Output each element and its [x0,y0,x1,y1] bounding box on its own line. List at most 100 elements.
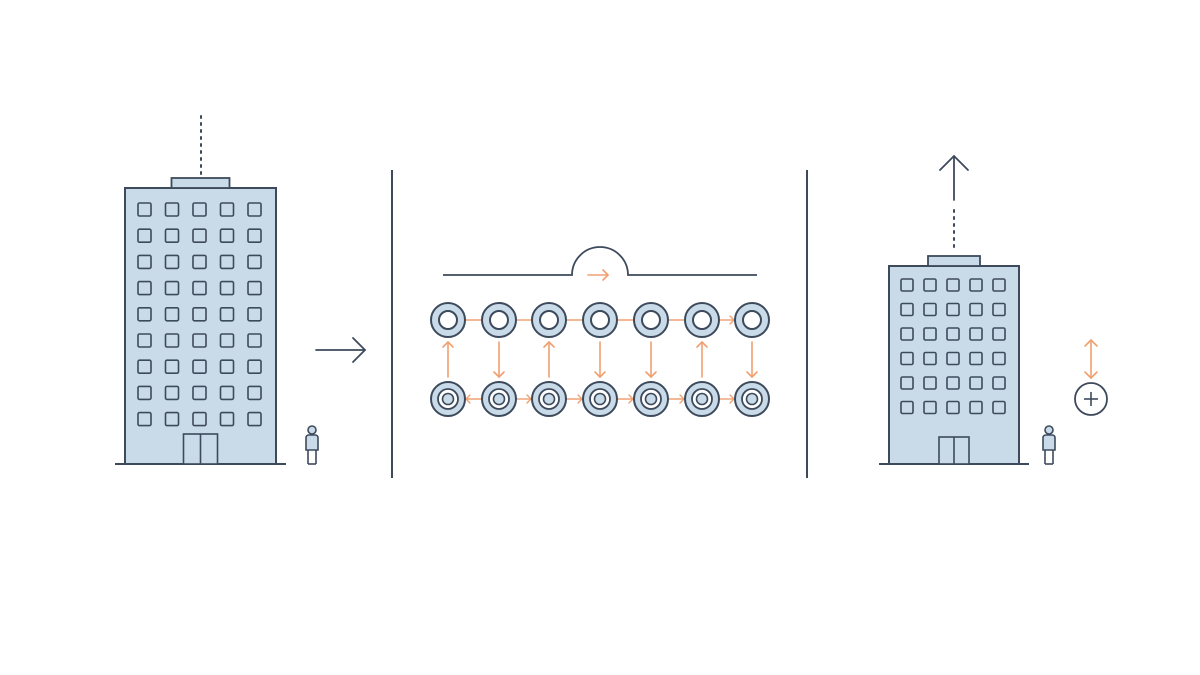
window [923,376,937,390]
network-node-bottom [481,381,517,417]
half-circle-arrow-icon [443,246,757,281]
window [923,351,937,366]
window [164,202,180,217]
roof-cap [927,255,981,267]
network-node-top [582,302,618,338]
window [137,385,152,401]
network-node-bottom [582,381,618,417]
window [219,359,235,375]
window [219,411,235,427]
window [247,228,262,243]
network-node-bottom [684,381,720,417]
window [969,327,983,341]
antenna-up-arrow-icon [939,155,969,253]
right-arrow-icon [315,337,366,363]
vertical-link-up [543,341,555,378]
network-node-top [531,302,567,338]
window [923,400,937,415]
window [992,302,1006,317]
window [247,306,262,322]
person-icon [305,425,319,465]
window [946,327,960,341]
window [164,385,180,401]
window [946,400,960,415]
window [164,306,180,322]
bottom-link [719,394,735,404]
window [137,359,152,375]
window [900,327,914,341]
window [192,228,207,243]
window [900,351,914,366]
window [992,278,1006,292]
bottom-link [516,394,532,404]
window [164,280,180,296]
window [164,333,180,348]
window [192,385,207,401]
network-node-bottom [633,381,669,417]
window [219,333,235,348]
plus-circle-icon [1074,339,1108,416]
roof-cap [170,177,231,189]
window [969,400,983,415]
small-building-panel [939,155,1108,416]
window [992,400,1006,415]
window [192,333,207,348]
window [247,385,262,401]
window [969,278,983,292]
window [137,202,152,217]
top-link [719,315,735,325]
window [992,351,1006,366]
window [900,376,914,390]
window [219,306,235,322]
network-node-top [481,302,517,338]
window [247,333,262,348]
window [192,202,207,217]
network-node-bottom [430,381,466,417]
window [247,202,262,217]
window [137,411,152,427]
vertical-link-down [493,341,505,378]
window [137,254,152,270]
window [247,254,262,270]
window [946,351,960,366]
vertical-link-down [594,341,606,378]
window [923,278,937,292]
window [969,376,983,390]
window [164,411,180,427]
vertical-link-down [746,341,758,378]
tall-building [115,177,286,465]
window [137,280,152,296]
window [219,254,235,270]
vertical-link-down [645,341,657,378]
network-node-top [734,302,770,338]
window [219,202,235,217]
window [247,411,262,427]
window [219,385,235,401]
window [900,302,914,317]
network-node-top [430,302,466,338]
window [900,278,914,292]
window [137,306,152,322]
vertical-link-up [442,341,454,378]
bottom-link [668,394,685,404]
window [219,280,235,296]
window [192,306,207,322]
window [946,302,960,317]
window [247,280,262,296]
bottom-link [465,394,482,404]
network-panel [430,246,770,417]
vertical-link-up [696,341,708,378]
window [969,351,983,366]
window [923,327,937,341]
window [164,228,180,243]
person-icon [1042,425,1056,465]
window [137,228,152,243]
window [900,400,914,415]
bottom-link [566,394,583,404]
window [164,254,180,270]
window [192,359,207,375]
window [192,280,207,296]
window [219,228,235,243]
